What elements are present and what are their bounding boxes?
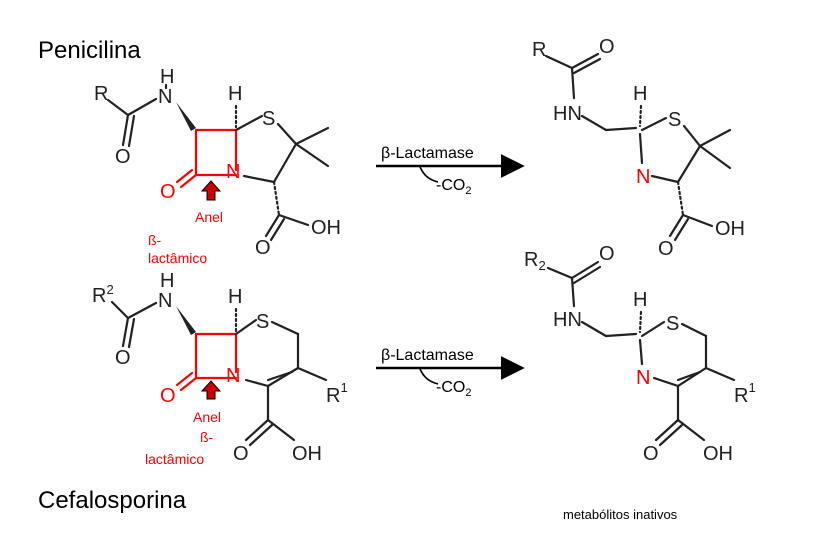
penicillin-ring-label-beta: ß- bbox=[148, 232, 162, 248]
cephalosporin-lactam-o: O bbox=[160, 385, 176, 407]
metabolite-1-ring-h: H bbox=[633, 83, 647, 105]
cephalosporin-title: Cefalosporina bbox=[38, 487, 187, 514]
cephalosporin-r2: R2 bbox=[92, 282, 114, 307]
metabolite-2-ring-h: H bbox=[633, 289, 647, 311]
metabolite-2-n: N bbox=[636, 367, 650, 389]
penicillin-amide-h: H bbox=[160, 66, 174, 88]
penicillin-carboxyl-oh: OH bbox=[311, 217, 341, 239]
arrow-1-enzyme-label: β-Lactamase bbox=[381, 145, 474, 162]
metabolite-2-r1: R1 bbox=[734, 380, 756, 407]
penicillin-title: Penicilina bbox=[38, 37, 141, 64]
penicilloic-acid-structure: R O HN H S N O OH bbox=[532, 36, 745, 260]
metabolite-1-s: S bbox=[668, 109, 681, 131]
arrow-1-co2-label: -CO2 bbox=[436, 177, 471, 197]
arrow-2-co2-label: -CO2 bbox=[436, 379, 471, 399]
metabolite-2-r2: R2 bbox=[524, 249, 546, 273]
cephalosporin-lactam-n: N bbox=[226, 365, 240, 387]
metabolite-2-carboxyl-o: O bbox=[643, 443, 659, 465]
cephalosporin-r1: R1 bbox=[326, 380, 348, 407]
penicillin-amide-n: N bbox=[158, 86, 172, 108]
metabolite-1-carbonyl-o: O bbox=[599, 36, 615, 58]
cephalosporin-ring-label-beta: ß- bbox=[200, 429, 214, 445]
cephalosporin-amide-n: N bbox=[158, 290, 172, 312]
penicillin-amide-o: O bbox=[115, 146, 131, 168]
metabolite-2-carboxyl-oh: OH bbox=[703, 443, 733, 465]
cephalosporin-structure: R2 O N H O N H S R1 O OH bbox=[92, 270, 348, 467]
penicillin-ring-h: H bbox=[228, 83, 242, 105]
penicillin-lactam-o: O bbox=[160, 181, 176, 203]
penicillin-s: S bbox=[262, 108, 275, 130]
cephalosporin-carboxyl-oh: OH bbox=[292, 443, 322, 465]
metabolite-1-carboxyl-o: O bbox=[658, 238, 674, 260]
penicillin-lactam-n: N bbox=[226, 161, 240, 183]
metabolite-1-hn: HN bbox=[553, 103, 582, 125]
penicillin-ring-label-anel: Anel bbox=[195, 209, 223, 225]
penicillin-carboxyl-o: O bbox=[255, 237, 271, 259]
metabolite-1-r: R bbox=[532, 39, 546, 61]
metabolite-2-s: S bbox=[666, 313, 679, 335]
penicillin-ring-arrow-icon bbox=[200, 180, 222, 201]
cephalosporin-s: S bbox=[256, 311, 269, 333]
penicillin-ring-label-lactam: lactâmico bbox=[148, 250, 207, 266]
metabolite-1-carboxyl-oh: OH bbox=[715, 218, 745, 240]
footer-inactive-metabolites: metabólitos inativos bbox=[563, 507, 678, 522]
penicillin-structure: R O N H O N H S O OH bbox=[94, 66, 341, 266]
metabolite-1-n: N bbox=[636, 166, 650, 188]
cephalosporin-ring-label-anel: Anel bbox=[193, 409, 221, 425]
reaction-arrow-cephalosporin: β-Lactamase -CO2 bbox=[376, 347, 525, 399]
cephalosporin-amide-o: O bbox=[115, 347, 131, 369]
reaction-arrow-penicillin: β-Lactamase -CO2 bbox=[376, 145, 525, 197]
cephalosporin-carboxyl-o: O bbox=[233, 443, 249, 465]
cephalosporin-ring-label-lactam: lactâmico bbox=[145, 451, 204, 467]
arrow-2-enzyme-label: β-Lactamase bbox=[381, 347, 474, 364]
penicillin-r: R bbox=[94, 83, 108, 105]
metabolite-2-hn: HN bbox=[553, 309, 582, 331]
cephalosporin-ring-h: H bbox=[228, 286, 242, 308]
cephalosporin-metabolite-structure: R2 O HN H S N R1 O OH bbox=[524, 243, 756, 465]
cephalosporin-ring-arrow-icon bbox=[200, 380, 222, 400]
metabolite-2-carbonyl-o: O bbox=[599, 243, 615, 265]
cephalosporin-amide-h: H bbox=[160, 270, 174, 292]
